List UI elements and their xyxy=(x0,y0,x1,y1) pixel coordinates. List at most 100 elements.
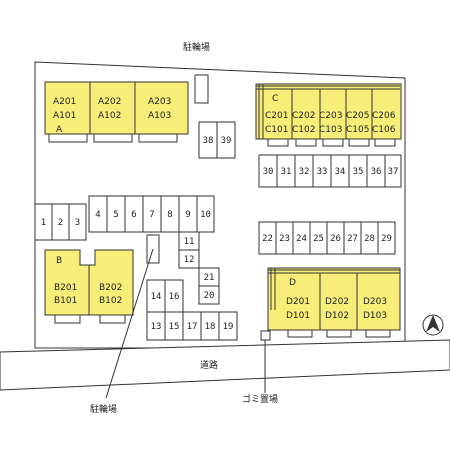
parking-slot-label: 10 xyxy=(200,210,211,220)
unit-d103: D103 xyxy=(363,311,387,321)
unit-c201: C201 xyxy=(265,111,288,121)
road-label: 道路 xyxy=(200,359,218,371)
parking-slot-29 xyxy=(377,221,396,255)
parking-slot-label: 19 xyxy=(223,322,234,332)
parking-slot-label: 13 xyxy=(151,322,162,332)
building-a-body xyxy=(44,81,189,135)
building-d-balcony xyxy=(365,329,391,338)
parking-slot-label: 14 xyxy=(151,292,162,302)
parking-slot-label: 29 xyxy=(381,234,392,244)
unit-d202: D202 xyxy=(325,297,349,307)
parking-slot-label: 12 xyxy=(184,255,195,265)
unit-c101: C101 xyxy=(265,125,288,135)
parking-slot-label: 24 xyxy=(296,234,307,244)
building-d-body xyxy=(267,267,401,331)
parking-slot-label: 6 xyxy=(131,210,136,220)
unit-d203: D203 xyxy=(363,297,387,307)
building-a-balcony xyxy=(138,133,178,143)
bike-parking-top-label: 駐輪場 xyxy=(183,41,210,53)
parking-slot-label: 9 xyxy=(185,210,190,220)
building-a: A201 A101 A A202 A102 A203 A103 xyxy=(44,81,189,143)
garbage-label: ゴミ置場 xyxy=(242,393,278,405)
building-b: B B201 B101 B202 B102 xyxy=(44,249,134,324)
unit-a103: A103 xyxy=(148,111,171,121)
parking-slot-label: 21 xyxy=(204,273,215,283)
unit-a101: A101 xyxy=(53,111,76,121)
building-c-letter: C xyxy=(272,94,278,104)
parking-slot-37 xyxy=(384,154,402,188)
parking-slot-label: 23 xyxy=(279,234,290,244)
parking-slot-label: 38 xyxy=(203,136,214,146)
unit-a203: A203 xyxy=(148,97,171,107)
parking-slot-label: 27 xyxy=(347,234,358,244)
parking-slot-label: 11 xyxy=(184,237,195,247)
parking-slot-label: 15 xyxy=(169,322,180,332)
unit-a102: A102 xyxy=(98,111,121,121)
parking-slot-label: 31 xyxy=(281,167,292,177)
unit-c103: C103 xyxy=(319,125,342,135)
parking-slot-19 xyxy=(218,311,238,341)
building-c-balcony xyxy=(348,138,370,147)
unit-c206: C206 xyxy=(372,111,396,121)
building-d-balcony xyxy=(326,329,352,338)
parking-slot-label: 26 xyxy=(330,234,341,244)
bike-parking-top xyxy=(194,74,209,104)
unit-c205: C205 xyxy=(346,111,369,121)
unit-c106: C106 xyxy=(372,125,396,135)
garbage-area xyxy=(260,330,271,341)
building-c-body xyxy=(255,83,402,140)
parking-slot-21 xyxy=(198,267,220,287)
parking-slot-label: 7 xyxy=(149,210,154,220)
building-c: C C201 C101 C202 C102 C203 C103 C205 C10… xyxy=(255,83,402,147)
unit-b102: B102 xyxy=(99,296,122,306)
parking-slot-label: 28 xyxy=(364,234,375,244)
parking-slot-label: 8 xyxy=(167,210,172,220)
parking-slot-label: 35 xyxy=(353,167,364,177)
parking-slot-label: 18 xyxy=(205,322,216,332)
parking-slot-label: 20 xyxy=(204,291,215,301)
building-a-balcony xyxy=(93,133,133,143)
unit-d101: D101 xyxy=(286,311,310,321)
parking-slot-label: 22 xyxy=(262,234,273,244)
building-b-balcony xyxy=(54,314,81,324)
parking-slot-label: 30 xyxy=(263,167,274,177)
unit-b201: B201 xyxy=(54,283,77,293)
building-d-balcony xyxy=(287,329,313,338)
building-c-balcony xyxy=(295,138,317,147)
unit-b202: B202 xyxy=(99,283,122,293)
unit-a202: A202 xyxy=(98,97,121,107)
parking-slot-label: 36 xyxy=(371,167,382,177)
parking-slot-label: 33 xyxy=(317,167,328,177)
parking-slot-3 xyxy=(68,203,87,241)
building-c-balcony xyxy=(267,138,289,147)
unit-d201: D201 xyxy=(286,297,310,307)
parking-slot-label: 17 xyxy=(187,322,198,332)
building-c-balcony xyxy=(374,138,396,147)
parking-slot-10 xyxy=(196,195,215,233)
parking-slot-39 xyxy=(216,121,236,159)
parking-slot-16 xyxy=(164,279,184,313)
building-a-letter: A xyxy=(56,125,63,135)
unit-c105: C105 xyxy=(346,125,369,135)
parking-slot-label: 34 xyxy=(335,167,346,177)
parking-slot-12 xyxy=(178,249,200,269)
building-a-balcony xyxy=(48,133,88,143)
north-arrow-icon xyxy=(422,314,444,336)
parking-slot-label: 4 xyxy=(95,210,100,220)
parking-slot-label: 37 xyxy=(388,167,399,177)
unit-c203: C203 xyxy=(319,111,342,121)
parking-slot-label: 39 xyxy=(221,136,232,146)
parking-slot-label: 3 xyxy=(75,218,80,228)
unit-b101: B101 xyxy=(54,296,77,306)
building-d-letter: D xyxy=(289,278,296,288)
building-b-balcony xyxy=(99,314,126,324)
parking-slot-label: 16 xyxy=(169,292,180,302)
unit-d102: D102 xyxy=(325,311,349,321)
unit-c202: C202 xyxy=(292,111,315,121)
parking-slot-label: 32 xyxy=(299,167,310,177)
parking-slot-label: 1 xyxy=(41,218,46,228)
parking-slot-label: 5 xyxy=(113,210,118,220)
building-c-balcony xyxy=(322,138,344,147)
